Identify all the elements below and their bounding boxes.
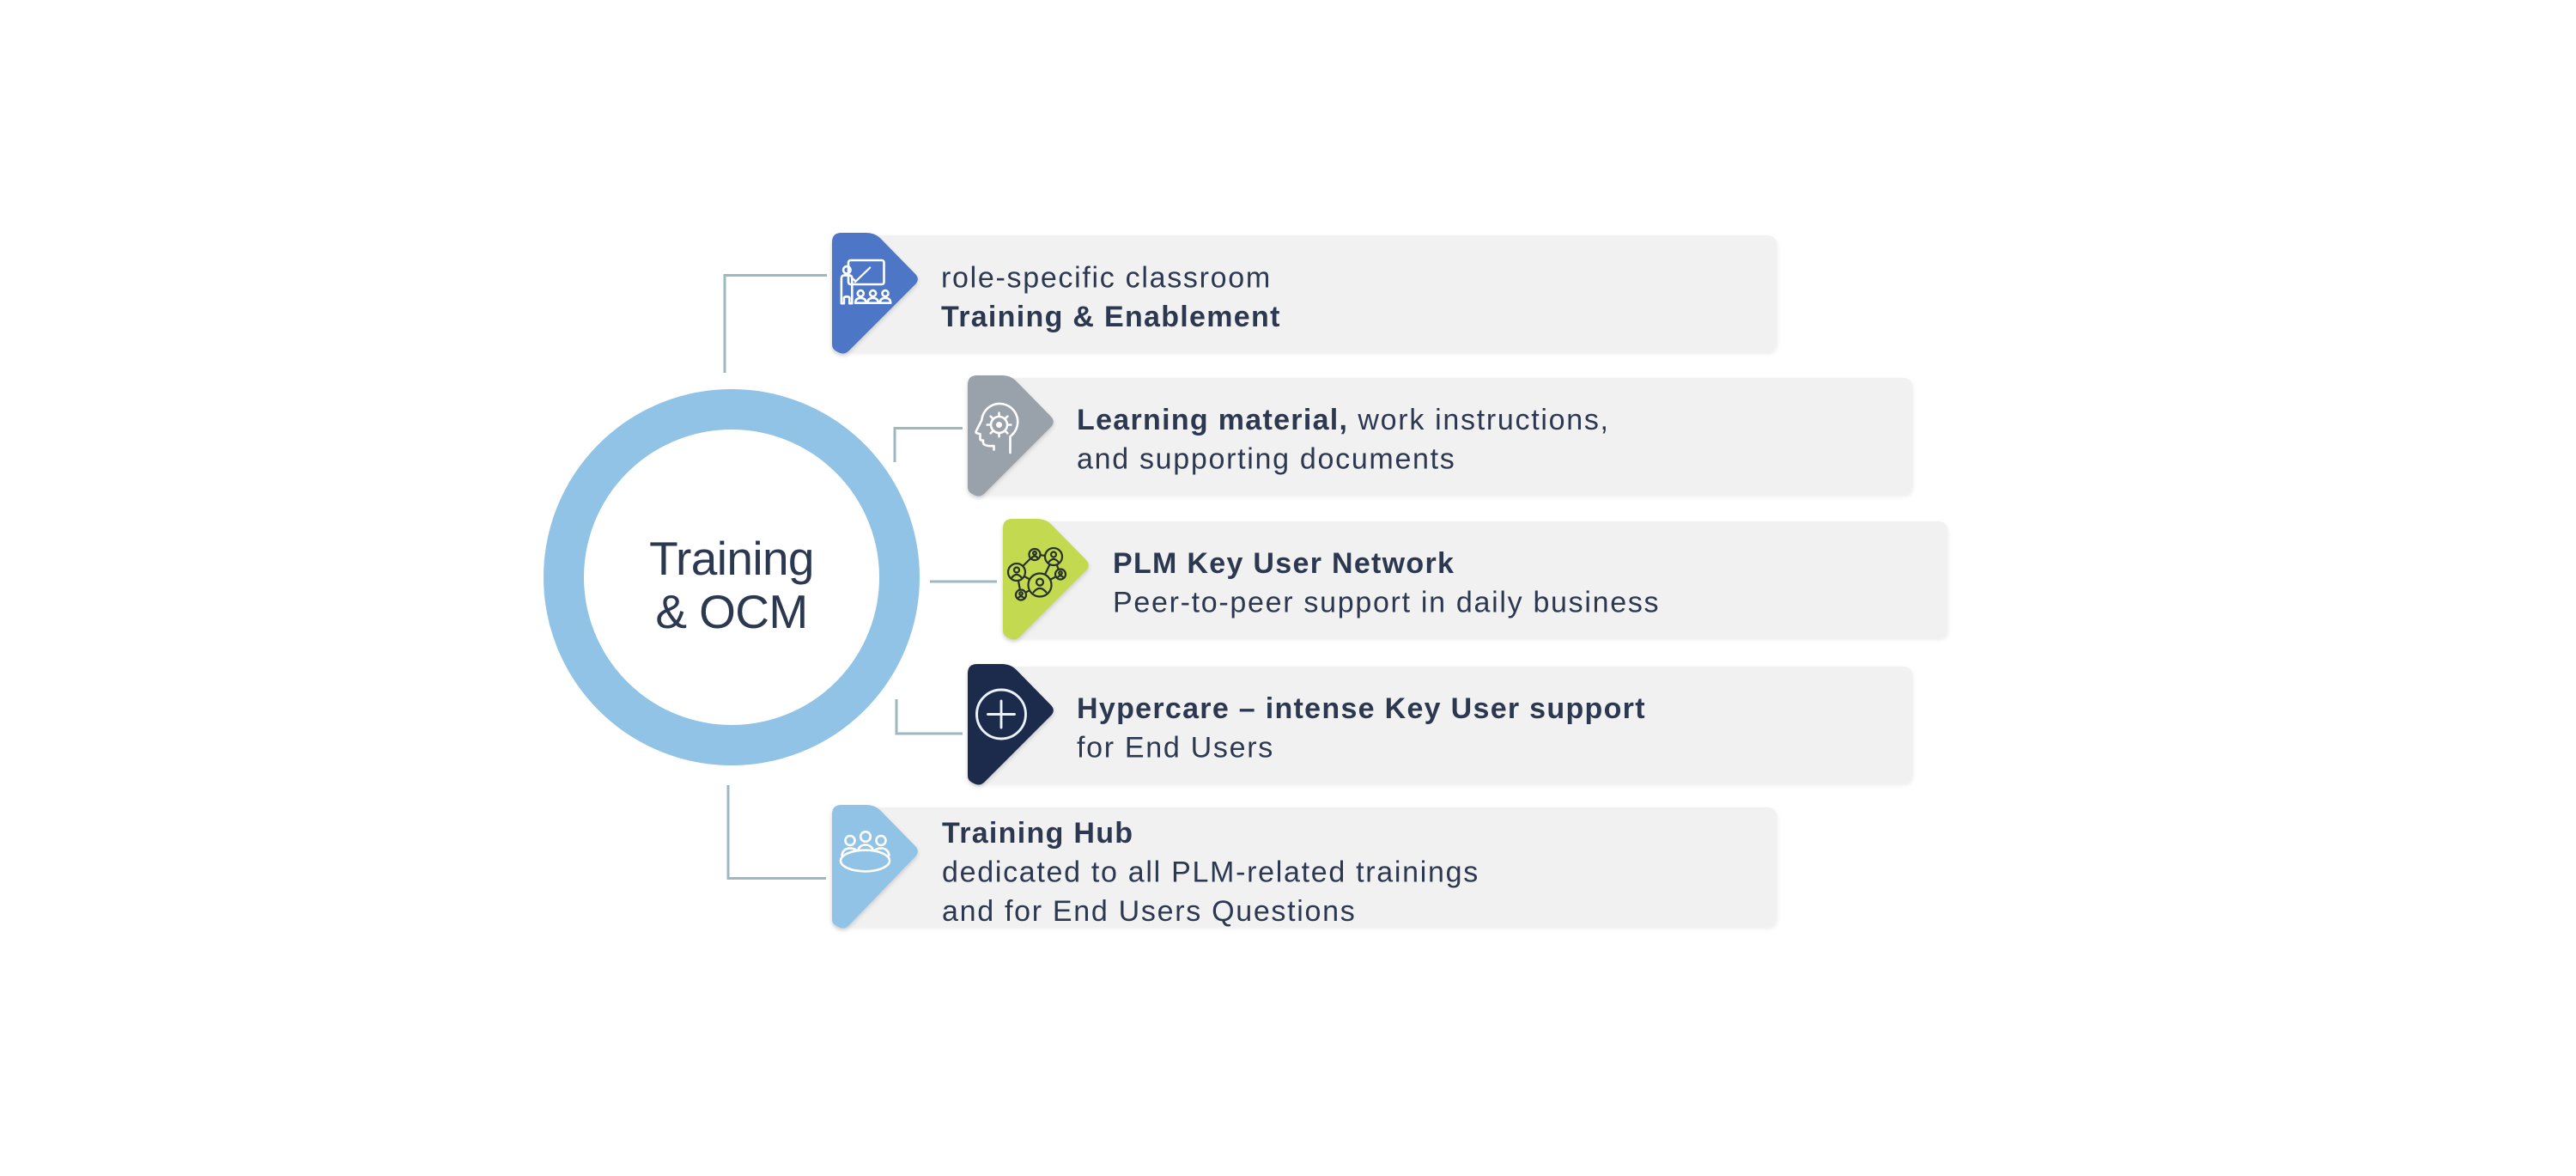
- svg-text:for End Users: for End Users: [1077, 732, 1274, 765]
- svg-text:& OCM: & OCM: [655, 585, 807, 638]
- svg-text:and supporting documents: and supporting documents: [1077, 443, 1456, 476]
- svg-text:dedicated to all PLM-related t: dedicated to all PLM-related trainings: [942, 856, 1479, 889]
- svg-text:Peer-to-peer support in daily: Peer-to-peer support in daily business: [1113, 587, 1660, 619]
- svg-text:PLM Key User Network: PLM Key User Network: [1113, 547, 1455, 580]
- svg-text:Training Hub: Training Hub: [942, 817, 1133, 850]
- svg-text:and for End Users Questions: and for End Users Questions: [942, 895, 1356, 928]
- svg-text:Training: Training: [649, 532, 814, 585]
- svg-text:role-specific classroom: role-specific classroom: [941, 262, 1272, 295]
- svg-text:Hypercare – intense Key User s: Hypercare – intense Key User support: [1077, 692, 1646, 725]
- svg-text:Learning material, work instru: Learning material, work instructions,: [1077, 404, 1610, 436]
- svg-text:Training & Enablement: Training & Enablement: [941, 301, 1281, 333]
